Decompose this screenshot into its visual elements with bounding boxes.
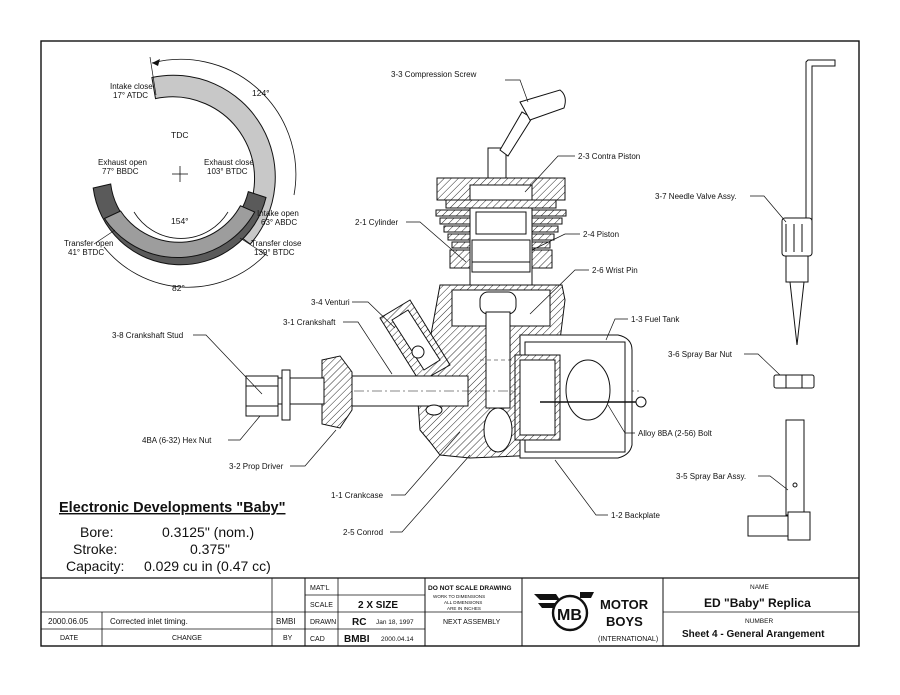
intake-open-angle: 63° ABDC bbox=[261, 218, 297, 227]
do-not-scale: DO NOT SCALE DRAWING bbox=[428, 585, 512, 592]
number-value: Sheet 4 - General Arangement bbox=[682, 629, 825, 640]
col-by: BY bbox=[283, 635, 293, 642]
label-conrod: 2-5 Conrod bbox=[343, 528, 383, 537]
work-to-1: WORK TO DIMENSIONS bbox=[433, 594, 485, 599]
number-label: NUMBER bbox=[745, 618, 773, 625]
name-value: ED "Baby" Replica bbox=[704, 596, 811, 610]
cad-date: 2000.04.14 bbox=[381, 636, 414, 643]
drawn-by: RC bbox=[352, 617, 366, 628]
needle-valve bbox=[781, 59, 836, 346]
crankshaft-stud bbox=[245, 369, 325, 421]
label-crankshaft: 3-1 Crankshaft bbox=[283, 318, 336, 327]
specs-block: Electronic Developments "Baby" Bore: 0.3… bbox=[59, 500, 286, 574]
exhaust-open-angle: 77° BBDC bbox=[102, 167, 139, 176]
col-change: CHANGE bbox=[172, 635, 202, 642]
spec-bore-value: 0.3125" (nom.) bbox=[162, 524, 254, 540]
sheet-border bbox=[40, 40, 860, 647]
international: (INTERNATIONAL) bbox=[598, 636, 658, 643]
label-spray-bar-assy: 3-5 Spray Bar Assy. bbox=[676, 472, 746, 481]
mb-logo: MB bbox=[534, 592, 594, 632]
label-prop-driver: 3-2 Prop Driver bbox=[229, 462, 284, 471]
intake-close-angle: 17° ATDC bbox=[113, 91, 148, 100]
tdc-label: TDC bbox=[171, 130, 188, 140]
angle-154: 154° bbox=[171, 216, 189, 226]
label-crankshaft-stud: 3-8 Crankshaft Stud bbox=[112, 331, 183, 340]
venturi bbox=[379, 299, 451, 383]
label-wrist-pin: 2-6 Wrist Pin bbox=[592, 266, 638, 275]
transfer-close-label: Transfer close bbox=[251, 239, 302, 248]
company-2: BOYS bbox=[606, 614, 643, 629]
spec-bore-label: Bore: bbox=[80, 524, 113, 540]
crankshaft bbox=[300, 375, 640, 416]
fuel-tank bbox=[514, 334, 647, 459]
exhaust-close-label: Exhaust close bbox=[204, 158, 254, 167]
leader-lines bbox=[193, 79, 789, 533]
scale-label: SCALE bbox=[310, 602, 333, 609]
drawn-date: Jan 18, 1997 bbox=[376, 619, 414, 626]
intake-arc bbox=[151, 74, 276, 245]
rev-date: 2000.06.05 bbox=[48, 617, 89, 626]
cylinder-head bbox=[435, 177, 567, 289]
transfer-arc bbox=[103, 205, 256, 258]
title-block bbox=[41, 577, 859, 646]
scale-value: 2 X SIZE bbox=[358, 600, 398, 611]
spec-stroke-value: 0.375" bbox=[190, 541, 230, 557]
label-hex-nut: 4BA (6-32) Hex Nut bbox=[142, 436, 212, 445]
label-cylinder: 2-1 Cylinder bbox=[355, 218, 398, 227]
logo-letters: MB bbox=[557, 607, 582, 624]
transfer-open-label: Transfer open bbox=[64, 239, 114, 248]
timing-diagram: TDC Intake close 17° ATDC 124° Exhaust o… bbox=[64, 56, 302, 293]
exhaust-open-label: Exhaust open bbox=[98, 158, 147, 167]
label-venturi: 3-4 Venturi bbox=[311, 298, 350, 307]
intake-close-label: Intake close bbox=[110, 82, 153, 91]
label-needle-valve: 3-7 Needle Valve Assy. bbox=[655, 192, 737, 201]
spray-bar-assy bbox=[747, 419, 811, 541]
cad-by: BMBI bbox=[344, 634, 370, 645]
rev-change: Corrected inlet timing. bbox=[110, 617, 188, 626]
transfer-open-angle: 41° BTDC bbox=[68, 248, 104, 257]
specs-title: Electronic Developments "Baby" bbox=[59, 500, 286, 516]
spec-capacity-label: Capacity: bbox=[66, 558, 124, 574]
intake-open-label: Intake open bbox=[257, 209, 299, 218]
company-1: MOTOR bbox=[600, 597, 649, 612]
work-to-2: ALL DIMENSIONS bbox=[444, 600, 482, 605]
spec-capacity-value: 0.029 cu in (0.47 cc) bbox=[144, 558, 271, 574]
prop-driver bbox=[321, 355, 353, 429]
exhaust-close-angle: 103° BTDC bbox=[207, 167, 248, 176]
label-crankcase: 1-1 Crankcase bbox=[331, 491, 384, 500]
title-block-text: 2000.06.05 Corrected inlet timing. BMBI … bbox=[48, 584, 825, 645]
angle-124: 124° bbox=[252, 88, 270, 98]
label-piston: 2-4 Piston bbox=[583, 230, 619, 239]
spray-bar-nut bbox=[773, 374, 815, 389]
col-date: DATE bbox=[60, 635, 78, 642]
label-bolt: Alloy 8BA (2-56) Bolt bbox=[638, 429, 713, 438]
cad-label: CAD bbox=[310, 636, 325, 643]
name-label: NAME bbox=[750, 584, 769, 591]
angle-82: 82° bbox=[172, 283, 185, 293]
callouts: 3-3 Compression Screw 2-3 Contra Piston … bbox=[112, 70, 746, 537]
drawn-label: DRAWN bbox=[310, 619, 336, 626]
matl-label: MAT'L bbox=[310, 585, 330, 592]
compression-screw bbox=[487, 89, 566, 191]
label-compression-screw: 3-3 Compression Screw bbox=[391, 70, 477, 79]
engine-section bbox=[245, 89, 647, 459]
work-to-3: ARE IN INCHES bbox=[447, 606, 481, 611]
rev-by: BMBI bbox=[276, 617, 296, 626]
spec-stroke-label: Stroke: bbox=[73, 541, 117, 557]
label-fuel-tank: 1-3 Fuel Tank bbox=[631, 315, 680, 324]
label-spray-bar-nut: 3-6 Spray Bar Nut bbox=[668, 350, 733, 359]
transfer-close-angle: 139° BTDC bbox=[254, 248, 295, 257]
next-assembly: NEXT ASSEMBLY bbox=[443, 619, 501, 626]
label-backplate: 1-2 Backplate bbox=[611, 511, 660, 520]
label-contra-piston: 2-3 Contra Piston bbox=[578, 152, 640, 161]
